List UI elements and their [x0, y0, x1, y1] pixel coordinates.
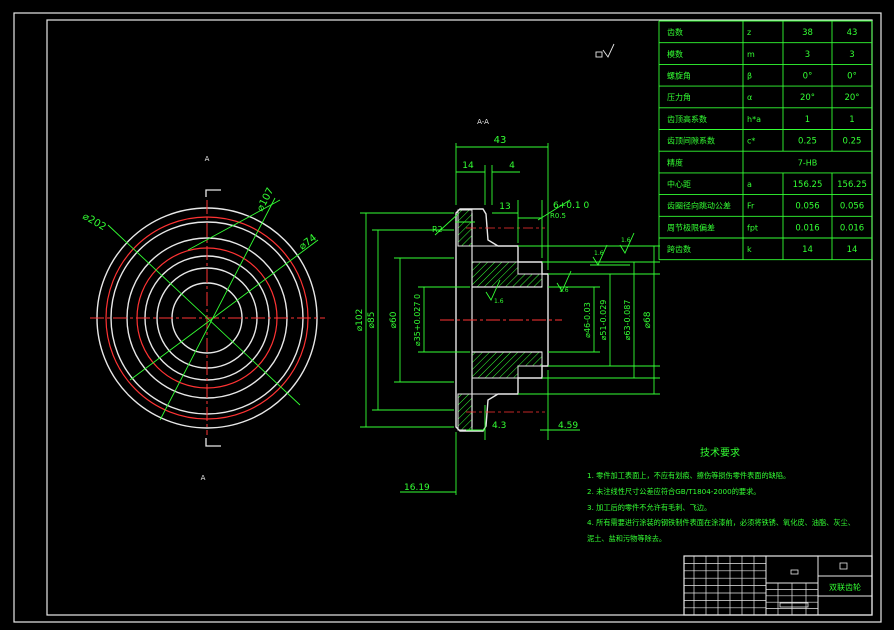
param-value-1: 0.056	[795, 202, 819, 212]
param-value: 7-HB	[798, 158, 817, 167]
tech-line-4: 4. 所有需要进行涂装的钢铁制件表面在涂漆前，必须将铁锈、氧化皮、油脂、灰尘、	[587, 518, 855, 527]
dim-d35: ⌀35+0.027 0	[413, 294, 422, 346]
tech-line-1: 1. 零件加工表面上，不应有划痕、擦伤等损伤零件表面的缺陷。	[587, 471, 790, 480]
param-value-2: 0.25	[843, 137, 862, 147]
dim-d60: ⌀60	[389, 311, 399, 328]
param-value-2: 0°	[847, 72, 857, 82]
tech-requirements: 技术要求 1. 零件加工表面上，不应有划痕、擦伤等损伤零件表面的缺陷。 2. 未…	[587, 446, 855, 543]
rough-4: 1.6	[621, 237, 631, 244]
dim-d46: ⌀46-0.03	[583, 302, 592, 338]
param-symbol: m	[747, 50, 755, 59]
param-symbol: fpt	[747, 223, 758, 232]
param-name: 精度	[667, 157, 683, 167]
dim-d51: ⌀51-0.029	[599, 300, 608, 341]
param-symbol: β	[747, 72, 752, 81]
rough-2: 1.6	[559, 287, 569, 294]
param-symbol: c*	[747, 137, 755, 146]
dim-d63: ⌀63-0.087	[623, 300, 632, 341]
param-symbol: α	[747, 93, 752, 102]
inner-frame	[46, 19, 873, 616]
title-block-name: 双联齿轮	[829, 582, 861, 592]
param-value-1: 14	[802, 245, 813, 255]
dim-d68: ⌀68	[643, 311, 653, 328]
param-name: 模数	[667, 49, 683, 59]
dim-slot-r: R0.5	[550, 212, 566, 220]
title-block: 双联齿轮	[683, 555, 873, 616]
param-value-1: 0.25	[798, 137, 817, 147]
tech-line-2: 2. 未注线性尺寸公差应符合GB/T1804-2000的要求。	[587, 487, 760, 496]
param-name: 周节极限偏差	[667, 222, 715, 232]
param-name: 螺旋角	[667, 71, 691, 81]
param-value-1: 1	[805, 115, 810, 125]
tech-line-3: 3. 加工后的零件不允许有毛刺、飞边。	[587, 503, 711, 512]
param-symbol: h*a	[747, 115, 761, 124]
param-value-1: 0°	[803, 72, 813, 82]
param-symbol: z	[747, 28, 751, 37]
param-name: 齿顶间隙系数	[667, 136, 715, 146]
param-value-2: 14	[847, 245, 858, 255]
param-value-1: 3	[805, 50, 810, 60]
front-dim-74: ⌀74	[297, 233, 319, 253]
param-value-2: 0.056	[840, 202, 864, 212]
section-view: A-A	[355, 118, 660, 495]
param-symbol: a	[747, 180, 752, 189]
dim-4-3: 4.3	[492, 421, 506, 431]
param-name: 齿顶高系数	[667, 114, 707, 124]
param-value-2: 1	[849, 115, 854, 125]
view-mark-bottom: A	[201, 474, 206, 482]
param-name: 齿数	[667, 27, 683, 37]
front-dim-107: ⌀107	[255, 186, 277, 213]
dim-4: 4	[509, 161, 515, 171]
param-name: 齿圈径向跳动公差	[667, 201, 731, 211]
view-mark-top: A	[205, 155, 210, 163]
front-view: A A ⌀202 ⌀107 ⌀74	[81, 155, 325, 482]
section-label: A-A	[477, 118, 489, 126]
dim-4-59: 4.59	[558, 421, 578, 431]
param-value-2: 20°	[844, 93, 859, 103]
param-symbol: k	[747, 245, 752, 254]
dim-43: 43	[494, 135, 507, 146]
dim-d102: ⌀102	[355, 309, 365, 332]
dim-d85: ⌀85	[367, 312, 377, 329]
param-symbol: Fr	[747, 202, 755, 211]
param-value-1: 38	[802, 28, 813, 38]
dim-16-19: 16.19	[404, 483, 430, 493]
rough-3: 1.6	[594, 250, 604, 257]
param-value-1: 156.25	[793, 180, 823, 190]
param-value-1: 20°	[800, 93, 815, 103]
param-name: 中心距	[667, 179, 691, 189]
tech-line-5: 泥土、盐和污物等除去。	[587, 534, 666, 543]
dim-r2: R2	[432, 225, 443, 234]
param-name: 压力角	[667, 92, 691, 102]
param-value-2: 3	[849, 50, 854, 60]
roughness-symbol	[595, 43, 615, 58]
dim-14: 14	[462, 161, 474, 171]
param-value-1: 0.016	[795, 223, 819, 233]
param-name: 跨齿数	[667, 244, 691, 254]
outer-frame	[13, 12, 882, 623]
front-dim-202: ⌀202	[81, 211, 108, 233]
param-value-2: 156.25	[837, 180, 867, 190]
dim-slot: 6+0.1 0	[553, 201, 589, 211]
tech-title: 技术要求	[700, 446, 740, 459]
param-value-2: 43	[847, 28, 858, 38]
param-table: 齿数 z 38 43 模数 m 3 3 螺旋角 β 0° 0° 压力角 α 20° 20° 齿顶高系数 h*a 1 1…	[658, 20, 873, 261]
rough-1: 1.6	[494, 298, 504, 305]
dim-13: 13	[499, 202, 510, 212]
param-value-2: 0.016	[840, 223, 864, 233]
